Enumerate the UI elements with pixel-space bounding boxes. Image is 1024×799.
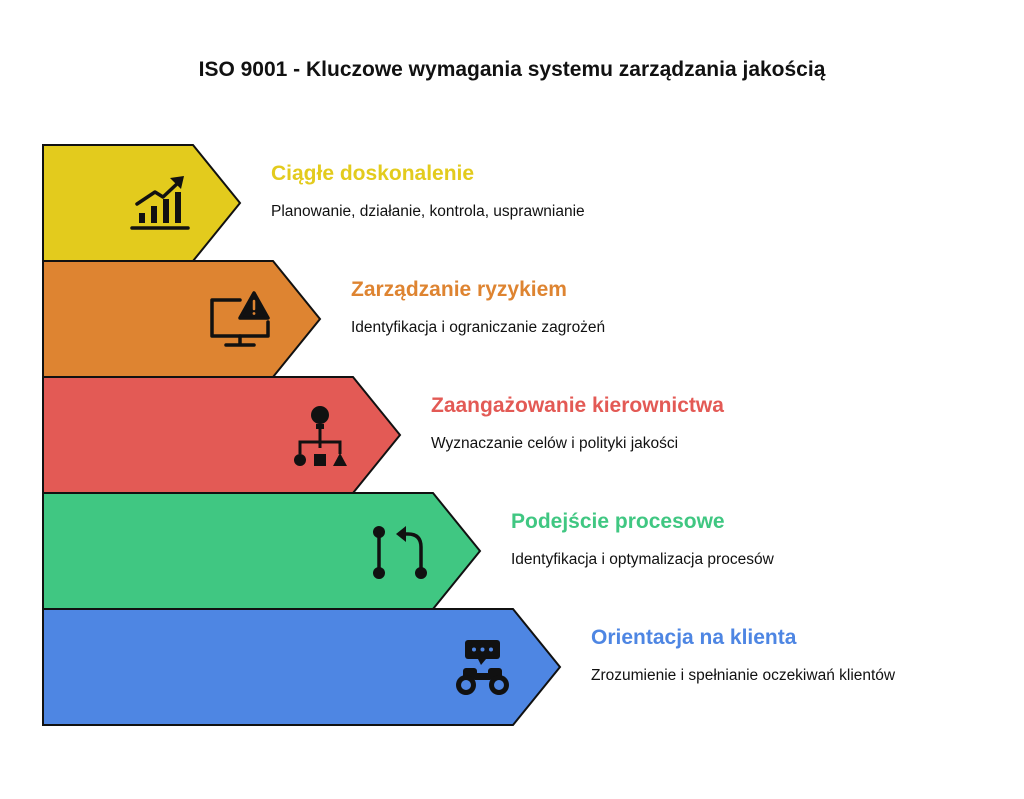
step-1-description: Planowanie, działanie, kontrola, usprawn…: [271, 203, 585, 220]
step-4-arrow: [42, 492, 482, 610]
step-4-shape: [42, 492, 482, 610]
step-5-description: Zrozumienie i spełnianie oczekiwań klien…: [591, 667, 896, 684]
step-1-heading: Ciągłe doskonalenie: [271, 162, 475, 185]
monitor-warning-icon: [210, 291, 270, 347]
step-2-arrow: [42, 260, 322, 378]
step-3-shape: [42, 376, 402, 494]
step-3-arrow: [42, 376, 402, 494]
step-3-heading: Zaangażowanie kierownictwa: [431, 394, 724, 417]
step-1-arrow: [42, 144, 242, 262]
step-4-heading: Podejście procesowe: [511, 510, 725, 533]
step-4-description: Identyfikacja i optymalizacja procesów: [511, 551, 774, 568]
step-5-heading: Orientacja na klienta: [591, 626, 797, 649]
step-5-arrow: [42, 608, 562, 726]
step-5-shape: [42, 608, 562, 726]
step-2-heading: Zarządzanie ryzykiem: [351, 278, 567, 301]
step-2-label: Zarządzanie ryzykiem Identyfikacja i ogr…: [351, 278, 605, 337]
step-2-description: Identyfikacja i ograniczanie zagrożeń: [351, 319, 606, 336]
process-flow-icon: [373, 526, 427, 579]
binoculars-chat-icon: [456, 640, 509, 695]
step-1-label: Ciągłe doskonalenie Planowanie, działani…: [271, 162, 585, 221]
org-hierarchy-icon: [294, 406, 347, 466]
diagram-title: ISO 9001 - Kluczowe wymagania systemu za…: [198, 58, 826, 81]
step-4-label: Podejście procesowe Identyfikacja i opty…: [511, 510, 774, 569]
step-3-description: Wyznaczanie celów i polityki jakości: [431, 435, 679, 452]
step-2-shape: [42, 260, 322, 378]
step-5-label: Orientacja na klienta Zrozumienie i speł…: [591, 626, 895, 685]
step-3-label: Zaangażowanie kierownictwa Wyznaczanie c…: [431, 394, 724, 453]
growth-chart-icon: [130, 176, 190, 230]
